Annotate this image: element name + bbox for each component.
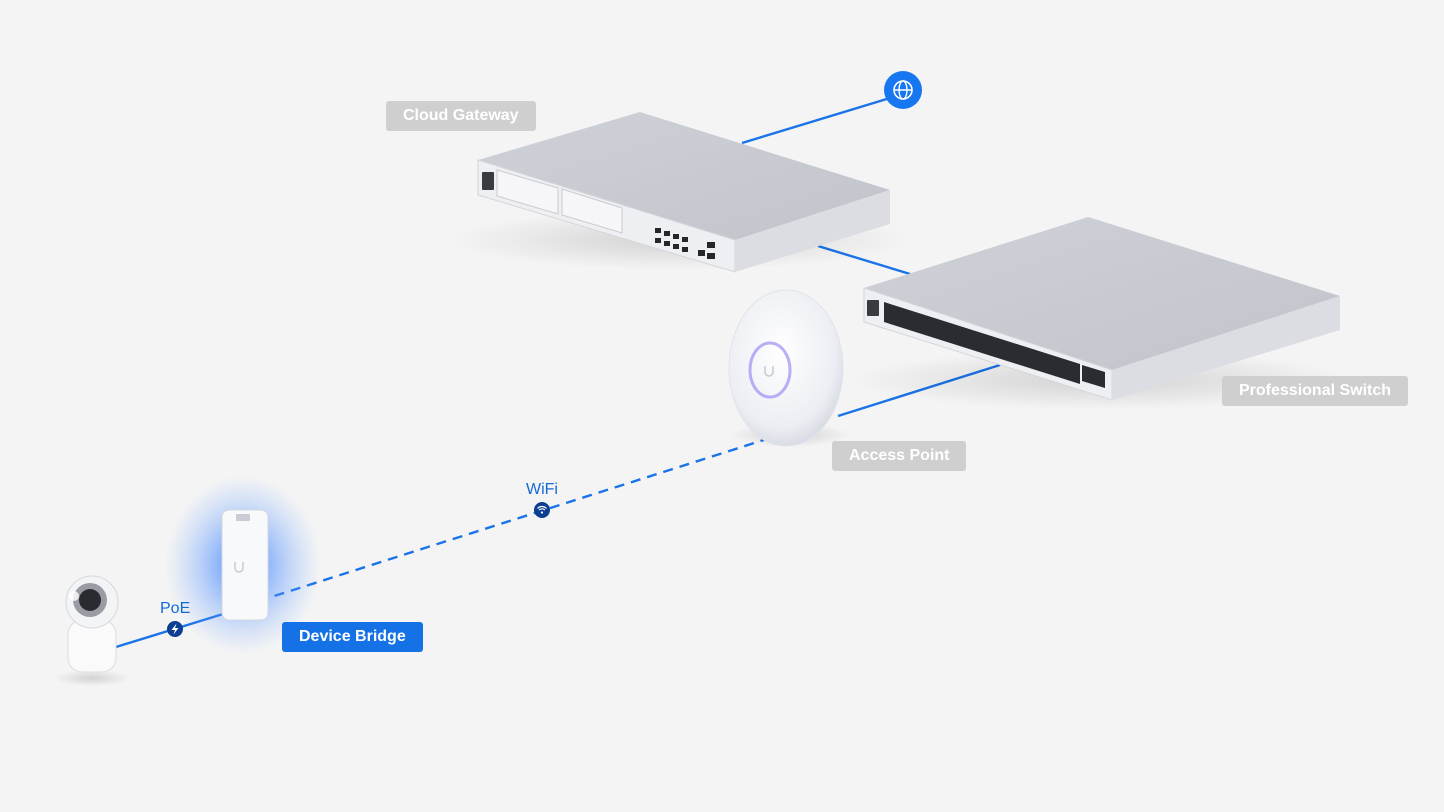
cloud-gateway-label: Cloud Gateway [386, 101, 536, 131]
poe-link-label: PoE [160, 600, 191, 617]
globe-icon [884, 71, 922, 109]
internet-link-line [741, 96, 891, 145]
professional-switch-label: Professional Switch [1222, 376, 1409, 406]
professional-switch-device [850, 217, 1350, 410]
cloud-gateway-device [450, 112, 910, 273]
wifi-link-line [267, 436, 771, 600]
device-bridge-device [165, 475, 321, 655]
wifi-link-label: WiFi [526, 481, 558, 498]
access-point-label: Access Point [832, 441, 967, 471]
device-bridge-label: Device Bridge [282, 622, 423, 652]
camera-device [54, 575, 130, 686]
access-point-device [728, 289, 850, 447]
lightning-icon [167, 621, 183, 637]
wifi-icon [534, 502, 550, 518]
